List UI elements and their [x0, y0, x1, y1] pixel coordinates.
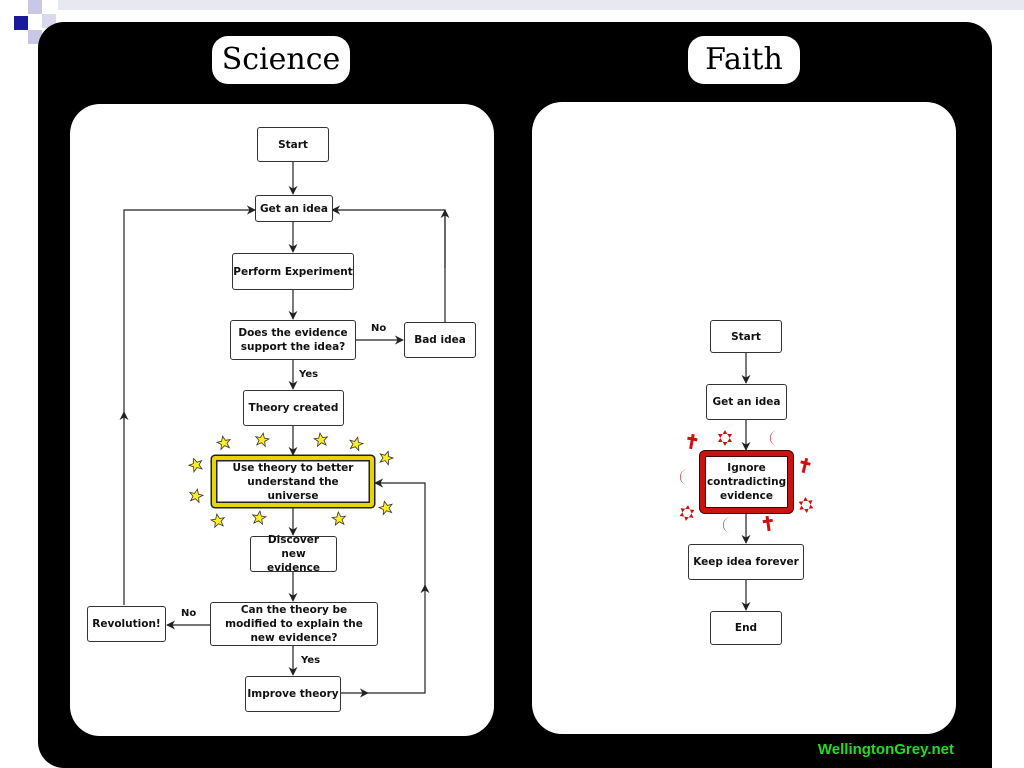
- science-yes-label-1: Yes: [299, 369, 319, 380]
- science-bad-idea-node: Bad idea: [404, 322, 476, 358]
- crescent-icon: [680, 469, 688, 485]
- science-start-node: Start: [257, 127, 329, 162]
- science-theory-created-node: Theory created: [243, 390, 344, 426]
- star-icon: [187, 432, 395, 529]
- cross-icon: [687, 433, 698, 450]
- credit-text: WellingtonGrey.net: [817, 741, 954, 758]
- crescent-icon: [723, 517, 731, 533]
- science-modify-question-node: Can the theory be modified to explain th…: [210, 602, 378, 646]
- corner-square-dark: [14, 16, 28, 30]
- cross-icon: [762, 515, 773, 532]
- crescent-icon: [770, 430, 778, 446]
- science-revolution-node: Revolution!: [87, 606, 166, 642]
- science-perform-node: Perform Experiment: [232, 253, 354, 290]
- science-no-label-2: No: [181, 608, 197, 619]
- faith-start-node: Start: [710, 320, 782, 353]
- star-of-david-icon: [718, 430, 732, 446]
- science-use-theory-node: Use theory to better understand the univ…: [212, 456, 374, 507]
- science-discover-node: Discover new evidence: [250, 534, 337, 574]
- faith-end-node: End: [710, 611, 782, 645]
- star-of-david-icon: [798, 497, 814, 513]
- science-improve-node: Improve theory: [245, 676, 341, 712]
- corner-square-light-1: [28, 0, 42, 14]
- science-get-idea-node: Get an idea: [255, 195, 333, 222]
- science-yes-label-2: Yes: [301, 655, 321, 666]
- top-rule: [58, 0, 1024, 10]
- faith-ignore-node: Ignore contradicting evidence: [700, 451, 793, 513]
- faith-title: Faith: [688, 36, 800, 84]
- science-no-label-1: No: [371, 323, 387, 334]
- faith-get-idea-node: Get an idea: [706, 384, 787, 420]
- star-of-david-icon: [679, 505, 695, 521]
- science-title: Science: [212, 36, 350, 84]
- cross-icon: [800, 457, 811, 474]
- faith-keep-node: Keep idea forever: [688, 544, 804, 580]
- science-evidence-question-node: Does the evidence support the idea?: [230, 320, 356, 360]
